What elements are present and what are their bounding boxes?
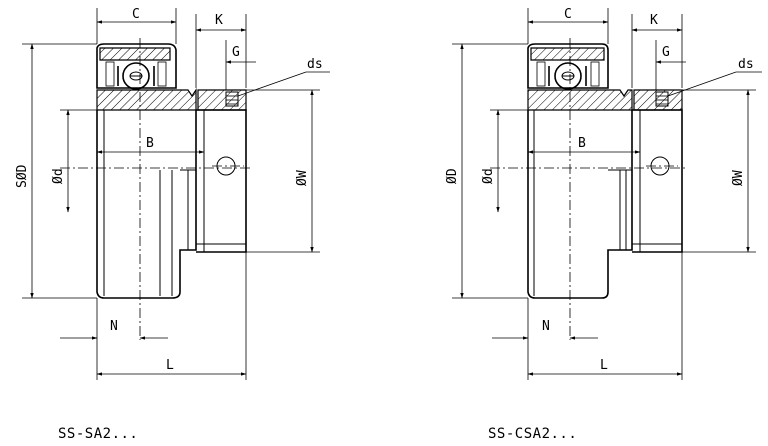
bearing-drawing-ss-csa2: C K G ds B ØD Ød ØW N [445, 7, 762, 442]
label-c: C [132, 7, 140, 22]
collar-body [632, 109, 683, 253]
label-n: N [542, 319, 550, 334]
label-g: G [662, 45, 670, 60]
label-k: K [650, 13, 658, 28]
label-inner-d: Ød [481, 168, 496, 184]
caption-left: SS-SA2... [58, 426, 138, 442]
locking-collar-section [197, 89, 247, 111]
label-b: B [578, 136, 586, 151]
label-c: C [564, 7, 572, 22]
label-l: L [166, 358, 174, 373]
label-g: G [232, 45, 240, 60]
bearing-body [527, 110, 633, 299]
outer-ring-outline [527, 43, 609, 89]
label-w: ØW [731, 170, 746, 186]
inner-ring-section [96, 88, 197, 111]
ball [554, 62, 582, 90]
label-ds: ds [307, 57, 323, 72]
collar-body [196, 109, 247, 253]
outer-ring-outline [96, 43, 177, 89]
bearing-drawing-ss-sa2: C K G ds B SØD Ød ØW N [15, 7, 330, 442]
label-b: B [146, 136, 154, 151]
label-n: N [110, 319, 118, 334]
label-w: ØW [295, 170, 310, 186]
outer-ring-section [99, 47, 171, 61]
label-l: L [600, 358, 608, 373]
label-d: ØD [445, 168, 460, 184]
caption-right: SS-CSA2... [488, 426, 577, 442]
label-d: SØD [15, 164, 30, 188]
label-inner-d: Ød [51, 168, 66, 184]
inner-ring-section [527, 89, 633, 111]
label-k: K [215, 13, 223, 28]
bearing-body [96, 110, 197, 299]
ball [122, 62, 150, 90]
label-ds: ds [738, 57, 754, 72]
outer-ring-section [530, 47, 605, 61]
